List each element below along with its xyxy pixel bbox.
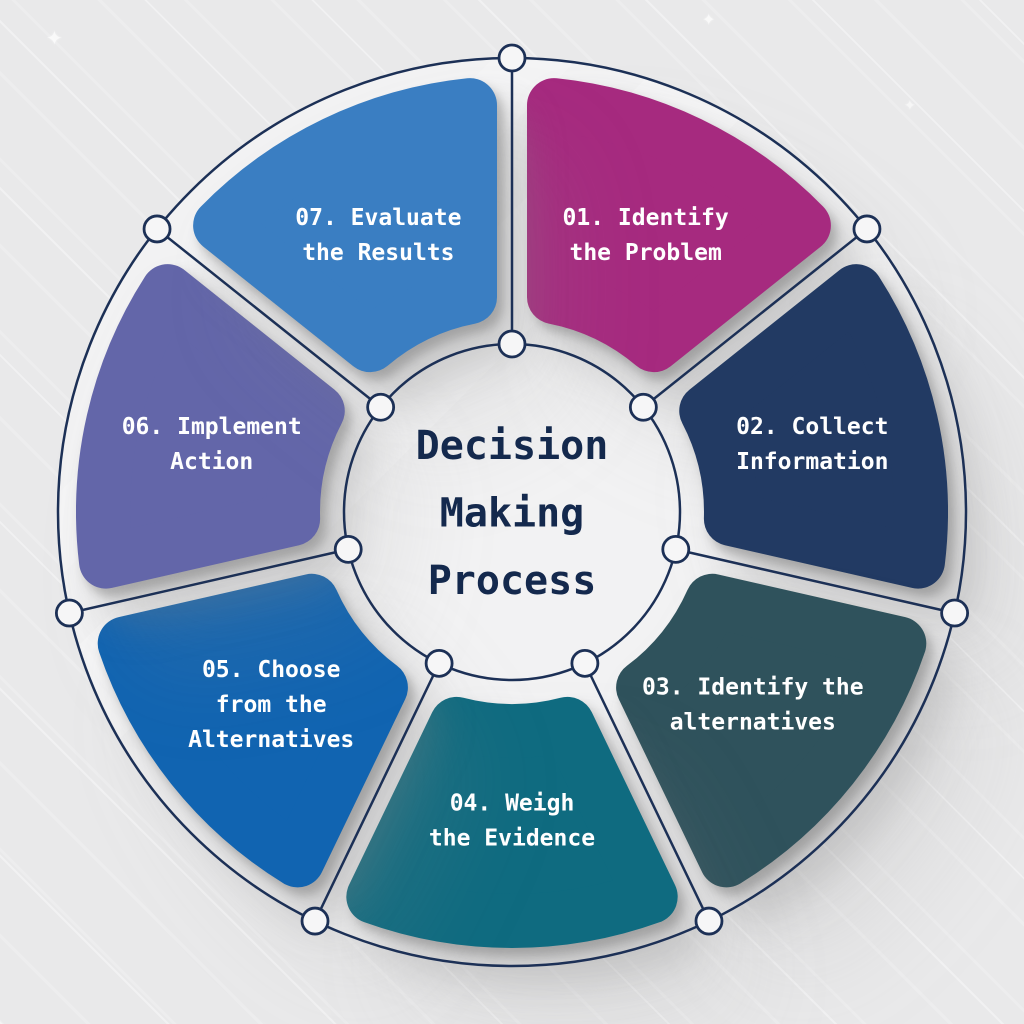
segment-05-wedge	[97, 573, 408, 888]
sparkle-icon: ✦	[702, 10, 716, 29]
node-outer-4	[694, 906, 724, 936]
spoke-line-5	[313, 662, 441, 922]
node-inner-1	[497, 329, 527, 359]
spoke-line-2	[642, 227, 868, 409]
node-outer-2	[852, 214, 882, 244]
node-inner-7	[366, 392, 396, 422]
segment-02-wedge	[679, 264, 948, 589]
sparkle-icon: ✦	[46, 26, 63, 50]
node-outer-5	[300, 906, 330, 936]
segment-03-wedge	[616, 573, 927, 888]
segment-04-wedge	[346, 696, 678, 948]
spoke-line-4	[583, 662, 711, 922]
spoke-line-7	[156, 227, 382, 409]
node-outer-7	[142, 214, 172, 244]
segment-01-wedge	[527, 78, 831, 373]
node-outer-3	[940, 598, 970, 628]
spoke-line-3	[675, 548, 955, 615]
node-inner-2	[628, 392, 658, 422]
segment-06-wedge	[76, 264, 345, 589]
node-inner-6	[333, 534, 363, 564]
node-inner-5	[424, 648, 454, 678]
node-outer-6	[54, 598, 84, 628]
node-inner-3	[661, 534, 691, 564]
node-inner-4	[570, 648, 600, 678]
node-outer-1	[497, 43, 527, 73]
segment-07-wedge	[193, 78, 497, 373]
spoke-line-6	[69, 548, 349, 615]
sparkle-icon: ✦	[904, 98, 916, 114]
